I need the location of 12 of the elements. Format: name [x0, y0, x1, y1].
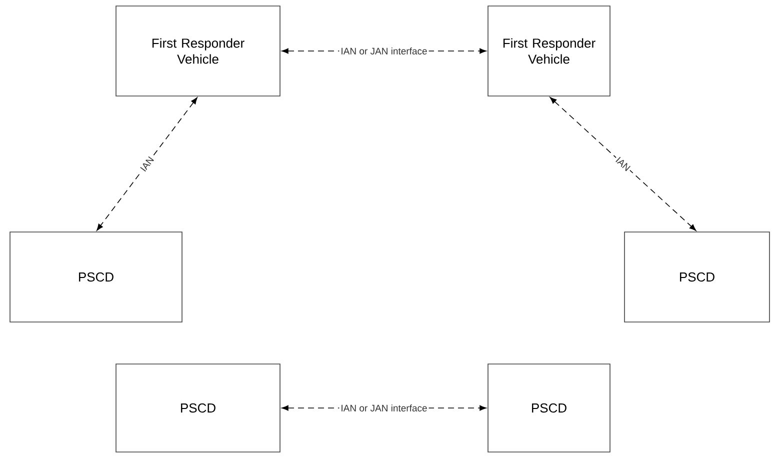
edge-label: IAN — [616, 156, 630, 172]
device-box: First Responder Vehicle — [116, 6, 280, 96]
arrow — [550, 97, 696, 231]
arrow — [96, 97, 198, 231]
edge-label: IAN or JAN interface — [342, 404, 427, 412]
device-box: PSCD — [488, 364, 610, 452]
edge-label: IAN — [140, 156, 154, 172]
device-box: PSCD — [10, 232, 182, 322]
device-box: First Responder Vehicle — [488, 6, 610, 96]
device-box: PSCD — [624, 232, 770, 322]
edge-label: IAN or JAN interface — [342, 48, 427, 54]
device-box: PSCD — [116, 364, 280, 452]
